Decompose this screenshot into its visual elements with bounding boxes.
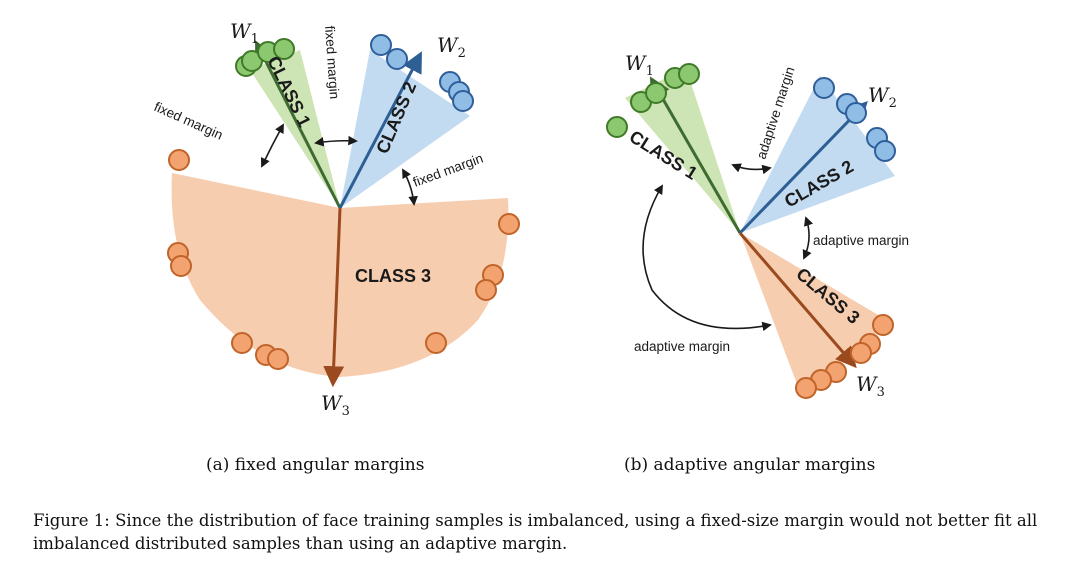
class1-points	[606, 63, 700, 138]
w1-label: W1	[230, 19, 259, 47]
margin-arrow-class1-class2	[731, 163, 772, 175]
w2-label: W2	[868, 83, 897, 111]
w2-vector	[338, 51, 422, 209]
class1-point	[606, 116, 628, 138]
class2-point	[874, 140, 896, 162]
class3-points	[167, 149, 520, 370]
w1-label: W1	[625, 51, 654, 79]
fixed-margin-label-right: fixed margin	[411, 151, 485, 190]
class1-region	[250, 50, 340, 208]
class3-point	[231, 332, 253, 354]
fixed-margin-label-left: fixed margin	[152, 99, 225, 143]
class2-region	[340, 50, 470, 208]
fixed-margin-label-top: fixed margin	[322, 25, 342, 99]
w2-label: W2	[437, 33, 466, 61]
w3-label: W3	[856, 372, 885, 400]
class3-region	[171, 173, 509, 377]
margin-arrow-class2-class3	[402, 168, 418, 206]
class2-point	[813, 77, 835, 99]
class2-point	[452, 90, 474, 112]
w3-label: W3	[321, 391, 350, 419]
class2-points	[370, 34, 474, 112]
margin-arrow-class1-class2	[314, 135, 358, 147]
panel-a-caption: (a) fixed angular margins	[206, 455, 425, 475]
w1-vector	[255, 40, 342, 209]
class3-point	[872, 314, 894, 336]
class3-point	[425, 332, 447, 354]
class1-points	[235, 38, 295, 77]
margin-arrow-class2-class3	[802, 216, 814, 260]
class1-point	[273, 38, 295, 60]
class1-point	[645, 82, 667, 104]
adaptive-margin-label-right: adaptive margin	[813, 233, 909, 248]
class3-point	[170, 255, 192, 277]
class3-point	[498, 213, 520, 235]
margin-arrow-class1-class3	[642, 184, 772, 332]
panel-b-caption: (b) adaptive angular margins	[624, 455, 876, 475]
class2-point	[370, 34, 392, 56]
panel-b-adaptive-margins: adaptive margin adaptive margin adaptive…	[606, 51, 909, 400]
class1-point	[678, 63, 700, 85]
class2-point	[845, 102, 867, 124]
class2-point	[386, 48, 408, 70]
class3-points	[795, 314, 894, 399]
panel-a-fixed-margins: fixed margin fixed margin fixed margin C…	[152, 19, 520, 419]
class3-point	[168, 149, 190, 171]
class3-point	[475, 279, 497, 301]
adaptive-margin-label-bottom: adaptive margin	[634, 339, 730, 354]
class3-point	[850, 342, 872, 364]
class3-region	[740, 233, 890, 392]
class3-label: CLASS 3	[355, 266, 431, 286]
margin-arrow-class1-class3	[260, 123, 284, 168]
figure-caption: Figure 1: Since the distribution of face…	[33, 511, 1038, 553]
class2-points	[813, 77, 896, 162]
w3-vector	[323, 207, 345, 388]
class3-point	[795, 377, 817, 399]
class3-point	[267, 348, 289, 370]
